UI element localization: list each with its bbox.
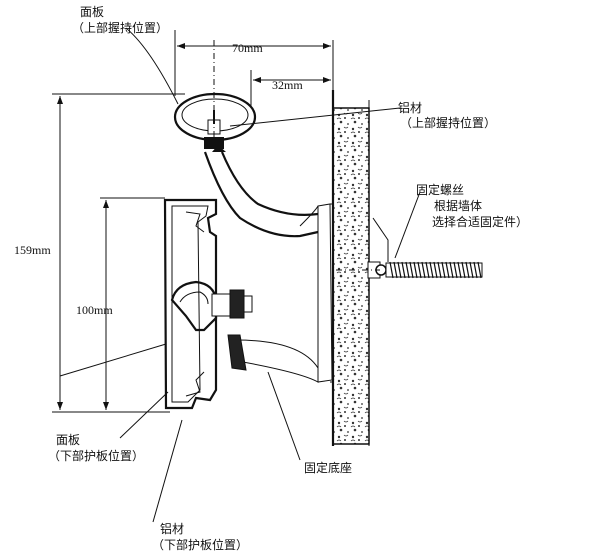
screw-thread	[477, 261, 482, 279]
screw-thread	[417, 261, 422, 279]
screw-thread	[449, 261, 454, 279]
dimension-height-guard	[100, 197, 165, 413]
fixing-screw	[367, 217, 483, 279]
screw-thread	[405, 261, 410, 279]
leader-lines	[59, 27, 421, 523]
dimension-width-offset	[250, 70, 331, 106]
fixing-base	[227, 203, 334, 383]
label-screw-note-2: 选择合适固定件）	[432, 214, 528, 229]
screw-thread	[389, 261, 394, 279]
screw-thread	[433, 261, 438, 279]
bottom-guard-profile	[163, 198, 253, 410]
dim-70mm: 70mm	[232, 41, 263, 55]
screw-thread	[445, 261, 450, 279]
screw-thread	[457, 261, 462, 279]
screw-thread	[409, 261, 414, 279]
screw-thread	[469, 261, 474, 279]
label-panel-bottom: 面板	[56, 433, 80, 447]
dim-100mm: 100mm	[76, 303, 113, 317]
label-screw-note-1: 根据墙体	[434, 199, 482, 213]
screw-thread	[453, 261, 458, 279]
label-aluminium-top: 铝材	[398, 100, 422, 115]
label-panel-top: 面板	[80, 5, 104, 19]
screw-thread	[441, 261, 446, 279]
dimension-width-total	[174, 30, 334, 96]
label-panel-bottom-position: （下部护板位置）	[48, 448, 144, 463]
label-aluminium-bottom-position: （下部护板位置）	[152, 537, 248, 552]
label-fixing-screw: 固定螺丝	[416, 182, 464, 197]
label-panel-top-position: （上部握持位置）	[72, 20, 168, 35]
top-handrail	[173, 92, 257, 149]
label-aluminium-top-position: （上部握持位置）	[400, 115, 496, 130]
screw-thread	[421, 261, 426, 279]
label-aluminium-bottom: 铝材	[160, 521, 184, 536]
label-fixing-base: 固定底座	[304, 460, 352, 475]
screw-thread	[413, 261, 418, 279]
dim-159mm: 159mm	[14, 243, 51, 257]
bracket-arm	[203, 145, 319, 238]
screw-thread	[473, 261, 478, 279]
screw-thread	[461, 261, 466, 279]
screw-thread	[401, 261, 406, 279]
screw-thread	[393, 261, 398, 279]
dim-32mm: 32mm	[272, 78, 303, 92]
screw-thread	[429, 261, 434, 279]
screw-thread	[425, 261, 430, 279]
screw-thread	[437, 261, 442, 279]
wall	[331, 90, 370, 446]
screw-thread	[465, 261, 470, 279]
screw-thread	[397, 261, 402, 279]
